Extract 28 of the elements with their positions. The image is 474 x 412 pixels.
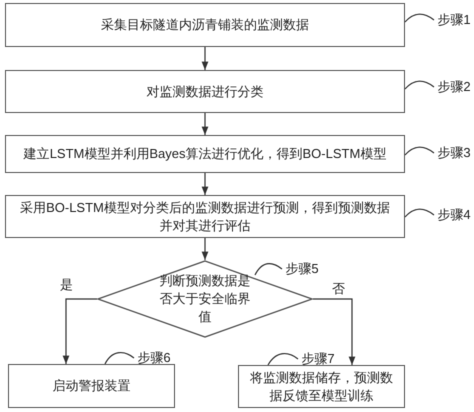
leader-line bbox=[268, 353, 298, 366]
arrow bbox=[202, 47, 208, 70]
edge-label: 否 bbox=[330, 281, 347, 296]
step-label: 步骤1 bbox=[436, 11, 472, 29]
leader-line bbox=[104, 352, 134, 364]
arrow bbox=[313, 298, 356, 365]
arrow bbox=[202, 173, 208, 195]
leader-line bbox=[404, 208, 434, 218]
process-box: 采用BO-LSTM模型对分类后的监测数据进行预测，得到预测数据并对其进行评估 bbox=[5, 195, 405, 238]
edge-label: 是 bbox=[58, 277, 75, 292]
process-box: 建立LSTM模型并利用Bayes算法进行优化，得到BO-LSTM模型 bbox=[5, 135, 405, 173]
process-box: 对监测数据进行分类 bbox=[5, 70, 405, 113]
leader-line bbox=[404, 14, 434, 22]
step-label: 步骤7 bbox=[300, 350, 336, 368]
process-box: 采集目标隧道内沥青铺装的监测数据 bbox=[5, 3, 405, 47]
process-box: 启动警报装置 bbox=[8, 364, 175, 408]
arrow bbox=[202, 113, 208, 135]
leader-line bbox=[404, 146, 434, 156]
step-label: 步骤4 bbox=[436, 206, 472, 224]
step-label: 步骤5 bbox=[284, 260, 320, 278]
arrow bbox=[202, 238, 208, 260]
leader-line bbox=[404, 80, 434, 90]
step-label: 步骤2 bbox=[436, 78, 472, 96]
step-label: 步骤3 bbox=[436, 144, 472, 162]
step-label: 步骤6 bbox=[136, 349, 172, 367]
arrow bbox=[62, 298, 97, 364]
leader-line bbox=[254, 263, 282, 276]
process-box: 将监测数据储存，预测数据反馈至模型训练 bbox=[238, 365, 405, 408]
